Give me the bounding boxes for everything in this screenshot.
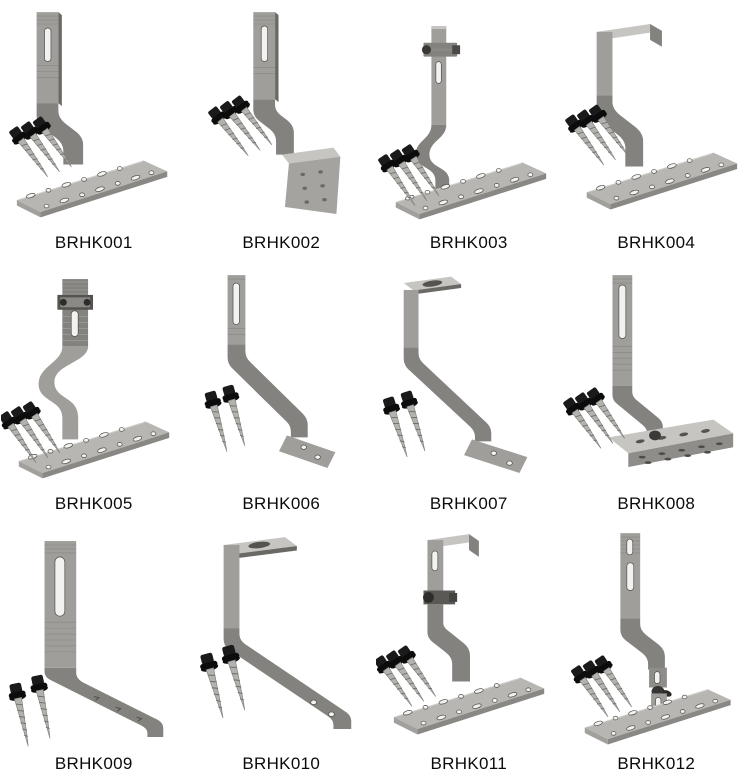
base-foot xyxy=(223,628,352,730)
product-photo-brhk010 xyxy=(188,527,374,751)
pivot-bolt-icon xyxy=(649,430,662,441)
adjuster-bolt-icon xyxy=(57,294,93,310)
roof-hook-illustration xyxy=(201,275,336,469)
product-code: BRHK008 xyxy=(617,494,696,513)
product-code: BRHK009 xyxy=(54,754,133,773)
base-foot xyxy=(279,435,336,469)
mounting-slot xyxy=(43,27,52,62)
base-foot xyxy=(463,439,528,473)
product-cell: BRHK011 xyxy=(375,522,563,782)
mounting-slot xyxy=(70,310,79,337)
base-plate xyxy=(392,676,545,736)
product-code: BRHK007 xyxy=(429,494,508,513)
adjuster-bolt-icon xyxy=(422,590,457,605)
screws-icon xyxy=(375,642,443,712)
product-cell: BRHK005 xyxy=(0,261,188,522)
screws-icon xyxy=(201,383,254,455)
roof-hook-illustration xyxy=(563,275,734,468)
base-plate xyxy=(15,159,168,219)
product-photo-brhk001 xyxy=(1,6,187,230)
mounting-slot xyxy=(626,562,635,591)
roof-hook-illustration xyxy=(568,533,732,746)
product-code: BRHK001 xyxy=(54,233,133,252)
base-plate xyxy=(586,152,738,211)
product-code: BRHK005 xyxy=(54,494,133,513)
product-cell: BRHK007 xyxy=(375,261,563,522)
product-photo-brhk005 xyxy=(0,267,187,491)
product-code: BRHK006 xyxy=(242,494,321,513)
product-cell: BRHK003 xyxy=(375,0,563,261)
top-hook xyxy=(596,24,663,39)
roof-hook-illustration xyxy=(379,276,528,473)
product-photo-brhk006 xyxy=(188,267,374,491)
product-photo-brhk007 xyxy=(376,267,562,491)
mounting-slot xyxy=(261,25,269,62)
product-cell: BRHK008 xyxy=(563,261,750,522)
roof-hook-illustration xyxy=(5,541,164,749)
product-photo-brhk011 xyxy=(375,527,562,751)
product-code: BRHK004 xyxy=(617,233,696,252)
product-photo-brhk009 xyxy=(1,527,187,751)
adjuster-bolt-icon xyxy=(421,42,460,57)
base-flange xyxy=(282,147,341,164)
product-photo-brhk003 xyxy=(375,6,562,230)
product-photo-brhk008 xyxy=(563,267,749,491)
mounting-slot xyxy=(435,61,442,84)
roof-hook-illustration xyxy=(563,24,738,211)
screws-icon xyxy=(379,388,434,461)
product-cell: BRHK012 xyxy=(563,522,750,782)
product-cell: BRHK001 xyxy=(0,0,188,261)
base-channel xyxy=(608,419,734,454)
base-foot xyxy=(44,667,164,737)
product-code: BRHK012 xyxy=(617,754,696,773)
screws-icon xyxy=(568,652,640,722)
product-code: BRHK011 xyxy=(430,754,507,773)
roof-hook-illustration xyxy=(196,537,352,730)
product-code: BRHK002 xyxy=(242,233,321,252)
roof-hook-illustration xyxy=(0,279,170,480)
product-code: BRHK010 xyxy=(242,754,321,773)
product-cell: BRHK010 xyxy=(188,522,376,782)
roof-hook-illustration xyxy=(5,12,168,219)
product-photo-brhk002 xyxy=(188,6,374,230)
mounting-slot xyxy=(618,284,627,339)
mounting-slot xyxy=(431,550,438,572)
base-plate xyxy=(285,156,341,214)
roof-hook-illustration xyxy=(205,12,341,214)
product-cell: BRHK006 xyxy=(188,261,376,522)
screws-icon xyxy=(5,673,59,749)
product-code: BRHK003 xyxy=(429,233,508,252)
mounting-slot xyxy=(232,282,241,325)
product-cell: BRHK009 xyxy=(0,522,188,782)
base-plate xyxy=(394,161,547,221)
product-cell: BRHK002 xyxy=(188,0,376,261)
product-photo-brhk012 xyxy=(563,527,749,751)
roof-hook-illustration xyxy=(375,534,545,736)
roof-hook-illustration xyxy=(375,25,547,221)
product-cell: BRHK004 xyxy=(563,0,750,261)
mounting-slot xyxy=(54,556,65,617)
product-photo-brhk004 xyxy=(563,6,749,230)
